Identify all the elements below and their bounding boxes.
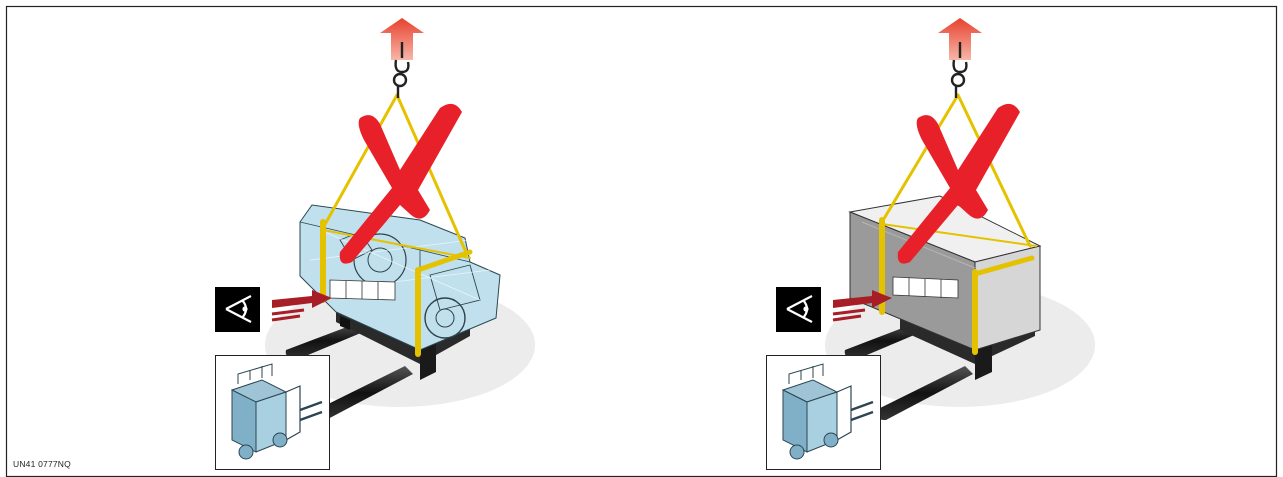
pallet (336, 308, 470, 380)
lift-arrow-icon (938, 18, 982, 60)
crane-hook-icon (950, 42, 968, 98)
direction-arrow (271, 290, 332, 322)
prohibited-x-mark (897, 103, 1020, 264)
label-plate (329, 279, 396, 301)
lift-arrow-icon (380, 18, 424, 60)
direction-arrow (832, 290, 892, 322)
figure-border (5, 5, 1278, 477)
panel-left (215, 18, 535, 470)
prohibited-x-mark (339, 103, 462, 264)
forklift-icon (215, 355, 330, 470)
forklift-icon (766, 355, 881, 470)
inspect-eye-icon (776, 287, 821, 332)
yellow-lifting-straps (320, 93, 473, 357)
pallet (900, 315, 1035, 380)
forklift-forks (285, 322, 413, 420)
inspect-eye-icon (215, 287, 260, 332)
crane-hook-icon (392, 42, 410, 98)
document-code: UN41 0777NQ (13, 459, 71, 469)
label-plate (892, 276, 959, 299)
yellow-lifting-straps (879, 93, 1037, 355)
panel-right (766, 18, 1095, 470)
